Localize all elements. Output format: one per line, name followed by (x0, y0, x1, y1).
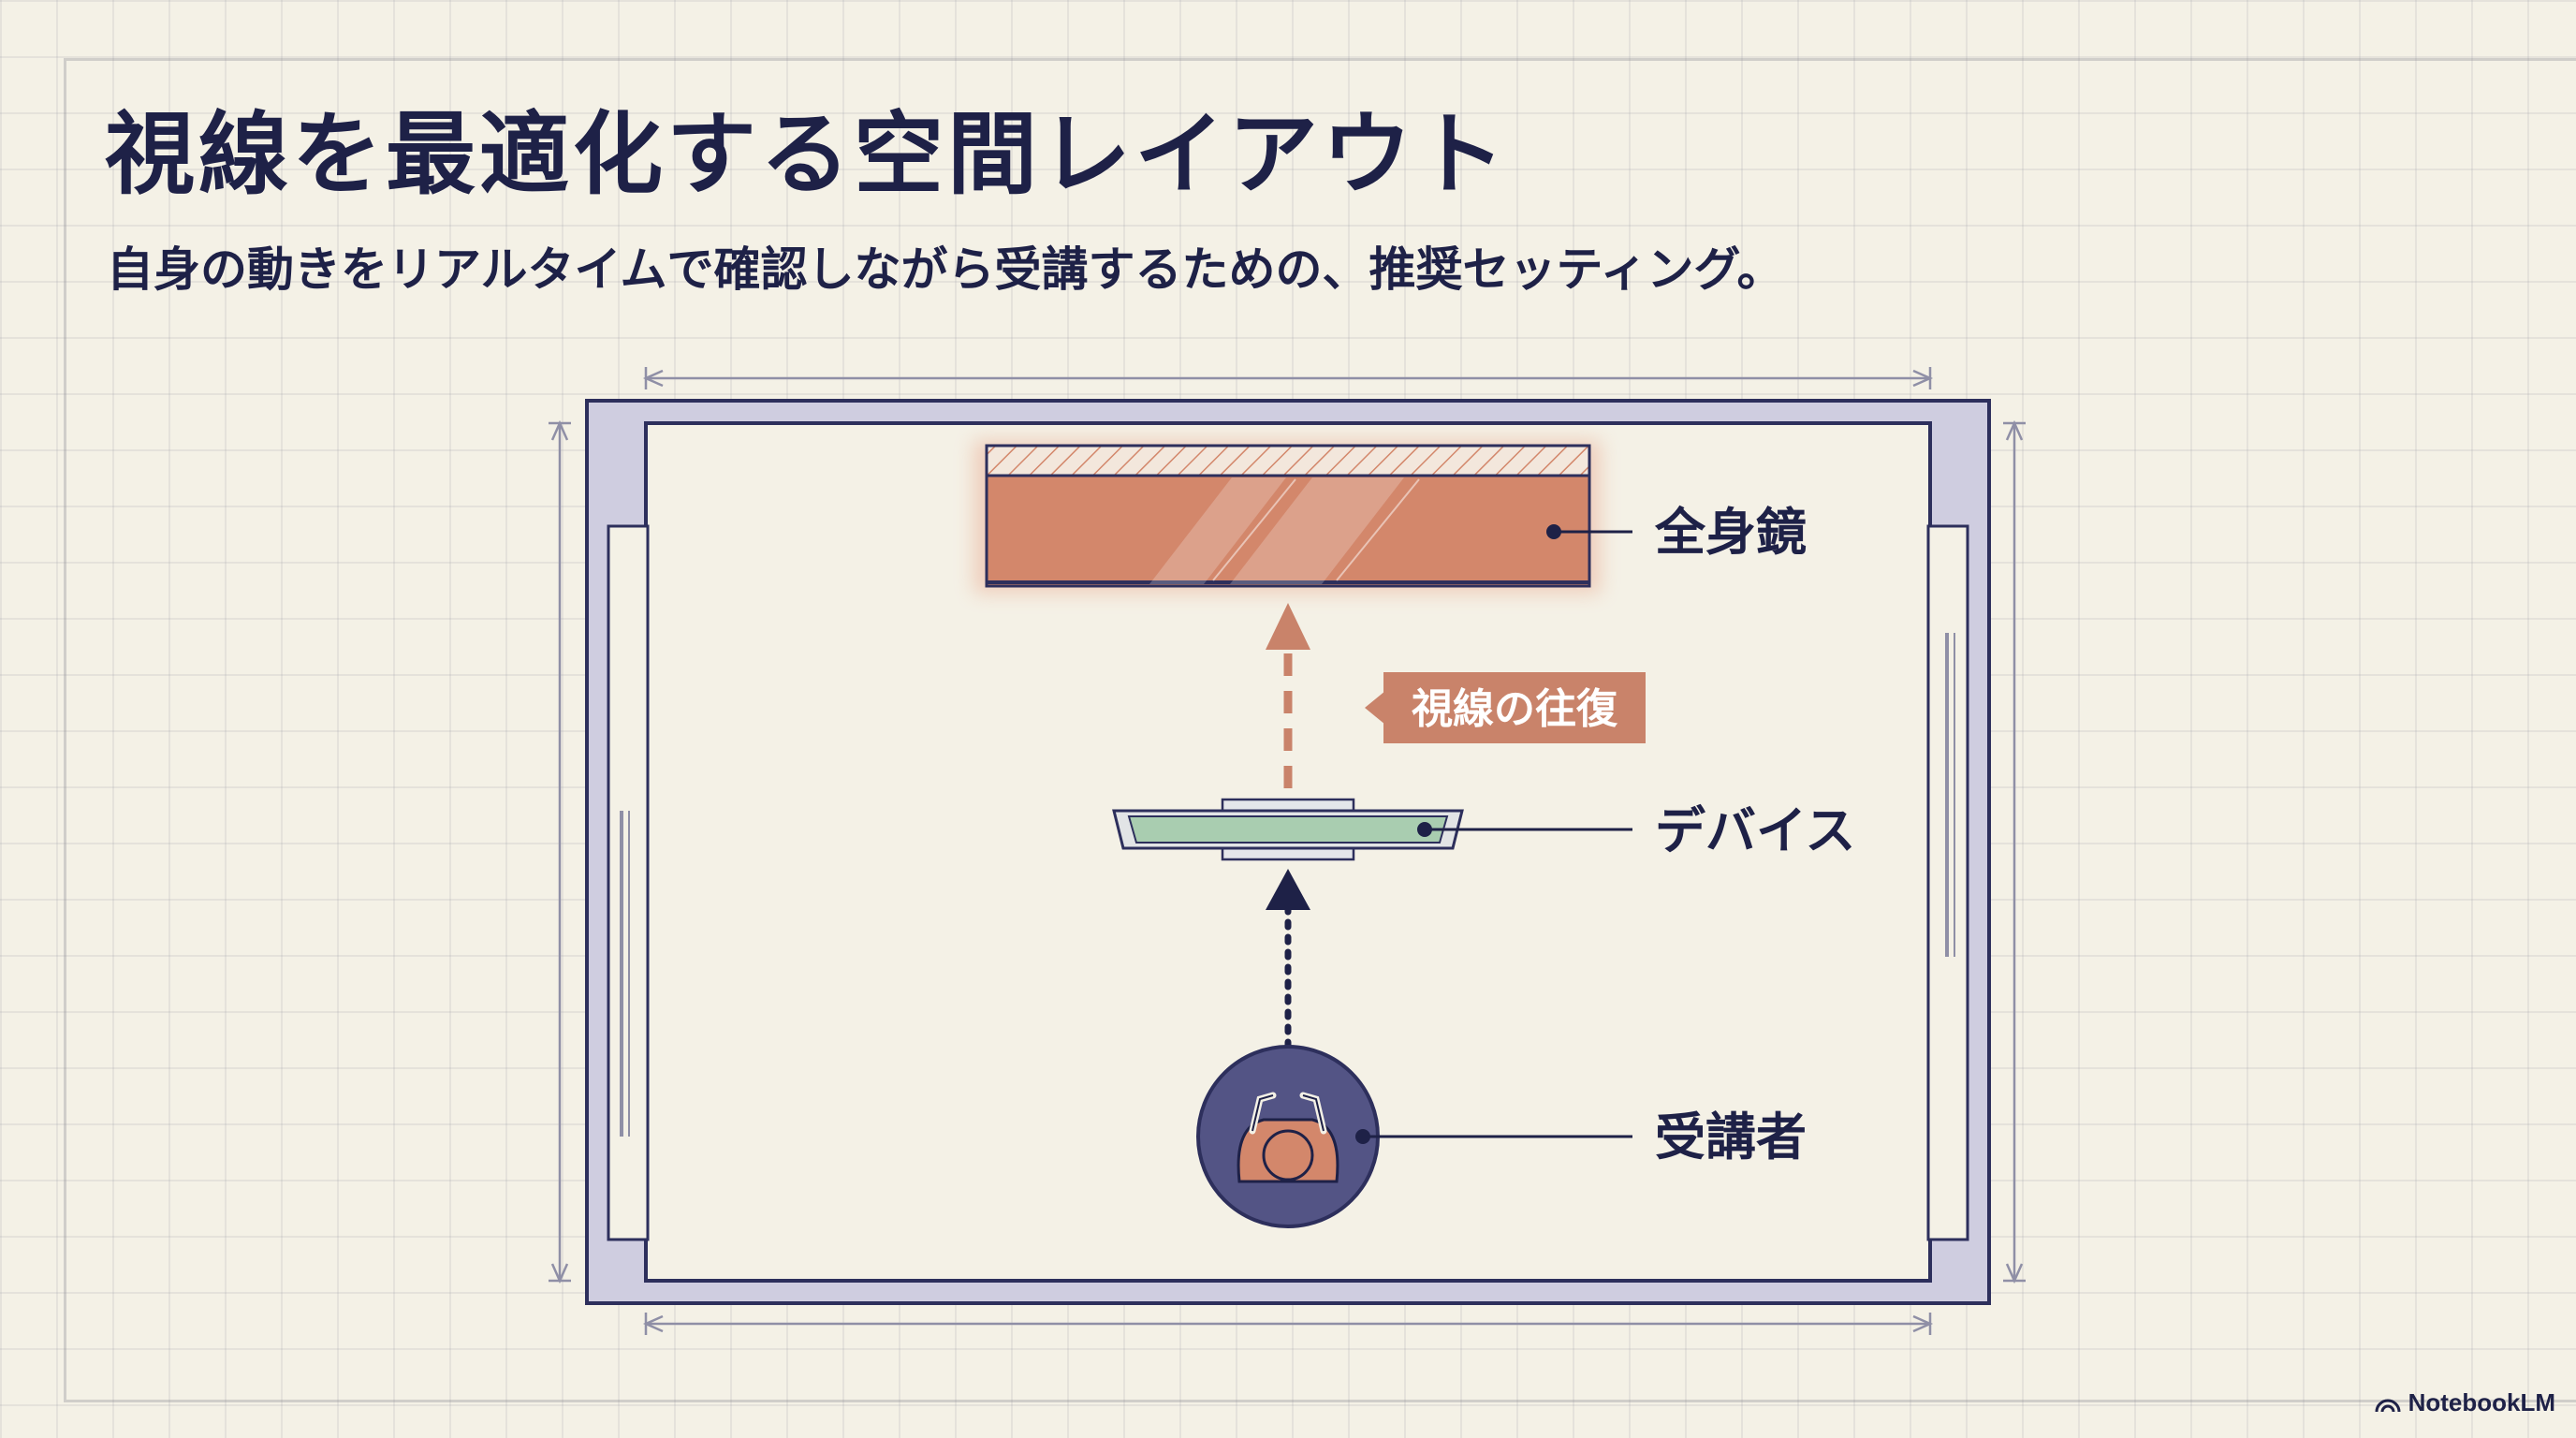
dimension-left (549, 419, 571, 1284)
mirror-leader (1546, 524, 1632, 539)
page-subtitle: 自身の動きをリアルタイムで確認しながら受講するための、推奨セッティング。 (107, 242, 1784, 297)
mirror-icon (973, 440, 1601, 594)
dimension-top (642, 367, 1934, 389)
notebooklm-logo-icon (2375, 1399, 2401, 1412)
brand-name: NotebookLM (2408, 1388, 2555, 1416)
brand-watermark: NotebookLM (2375, 1388, 2555, 1417)
dimension-right (2003, 419, 2026, 1284)
person-icon (1196, 1045, 1380, 1228)
arrow-up-icon (1266, 603, 1310, 788)
device-leader (1417, 822, 1632, 837)
page-title: 視線を最適化する空間レイアウト (105, 102, 1509, 207)
dimension-bottom (642, 1313, 1934, 1335)
grid-frame (64, 58, 2576, 1402)
device-label: デバイス (1655, 801, 1855, 860)
device-icon (1112, 798, 1464, 861)
gaze-badge (1365, 672, 1646, 743)
mirror-label: 全身鏡 (1654, 503, 1807, 562)
learner-leader (1355, 1129, 1632, 1144)
gaze-label: 視線の往復 (1412, 685, 1618, 733)
learner-label: 受講者 (1655, 1108, 1807, 1167)
